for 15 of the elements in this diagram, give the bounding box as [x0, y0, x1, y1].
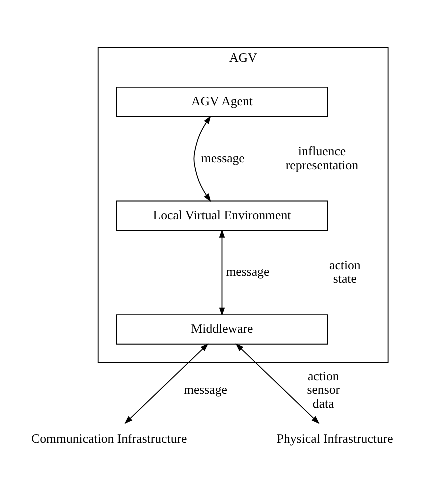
arrow [124, 344, 209, 424]
node-text: Communication Infrastructure [32, 432, 188, 446]
edge-label: action sensor data [307, 369, 340, 411]
arrow [219, 230, 226, 316]
arrow [236, 344, 320, 424]
node-box: Local Virtual Environment [116, 200, 328, 232]
edge-label: message [226, 265, 270, 280]
node-text: Physical Infrastructure [276, 432, 394, 446]
node-box: Middleware [116, 314, 328, 345]
edge-label: message [184, 383, 228, 398]
arrow [194, 116, 212, 202]
edge-label: message [201, 151, 245, 166]
label: influence representation [286, 144, 359, 172]
label: action state [330, 258, 361, 286]
node-box: AGV Agent [116, 87, 328, 118]
